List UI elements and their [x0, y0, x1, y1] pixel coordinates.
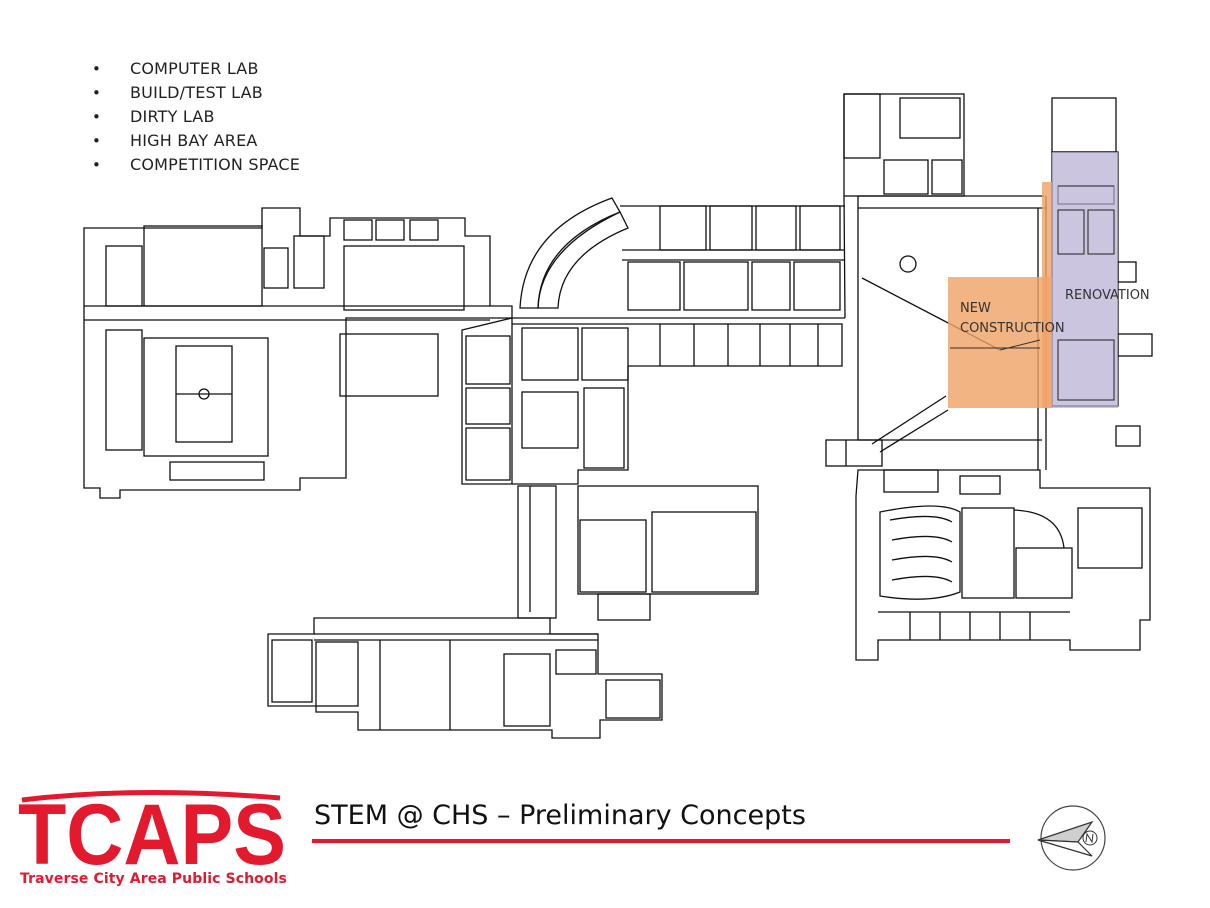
- list-item-label: BUILD/TEST LAB: [130, 83, 263, 102]
- central-block-outline: [461, 317, 513, 485]
- logo-tagline: Traverse City Area Public Schools: [20, 871, 287, 887]
- list-item-label: COMPUTER LAB: [130, 59, 259, 78]
- west-wing-outline: [83, 207, 513, 499]
- list-item: • COMPUTER LAB: [92, 57, 300, 81]
- new-construction-label-line1: NEW: [960, 301, 991, 316]
- new-construction-label-line2: CONSTRUCTION: [960, 321, 1065, 336]
- list-item: • HIGH BAY AREA: [92, 129, 300, 153]
- auditorium-seating: [879, 505, 961, 600]
- south-block-outline: [267, 617, 663, 739]
- north-east-block: [843, 93, 965, 197]
- bullet-glyph: •: [92, 108, 102, 126]
- curved-wing: [519, 197, 621, 309]
- new-construction-label: NEW CONSTRUCTION: [960, 300, 1065, 337]
- list-item-label: DIRTY LAB: [130, 107, 215, 126]
- bullet-glyph: •: [92, 84, 102, 102]
- list-item: • COMPETITION SPACE: [92, 153, 300, 177]
- bullet-glyph: •: [92, 60, 102, 78]
- list-item: • BUILD/TEST LAB: [92, 81, 300, 105]
- list-item-label: COMPETITION SPACE: [130, 155, 301, 174]
- renovation-zone: [1052, 152, 1118, 408]
- list-item-label: HIGH BAY AREA: [130, 131, 258, 150]
- title-rule: [312, 839, 1010, 843]
- gymnasium: [143, 337, 269, 457]
- bullet-glyph: •: [92, 132, 102, 150]
- tcaps-logo: TCAPS: [18, 788, 286, 883]
- page-title: STEM @ CHS – Preliminary Concepts: [314, 800, 806, 831]
- list-item: • DIRTY LAB: [92, 105, 300, 129]
- logo-wordmark: TCAPS: [18, 788, 286, 883]
- new-construction-strip: [1042, 182, 1052, 408]
- program-list: • COMPUTER LAB • BUILD/TEST LAB • DIRTY LAB…: [92, 57, 300, 177]
- renovation-label: RENOVATION: [1065, 288, 1150, 303]
- compass-north-arrow-icon: [1037, 805, 1106, 871]
- new-construction-zone: [948, 277, 1052, 408]
- auditorium-block-outline: [855, 469, 1151, 661]
- bullet-glyph: •: [92, 156, 102, 174]
